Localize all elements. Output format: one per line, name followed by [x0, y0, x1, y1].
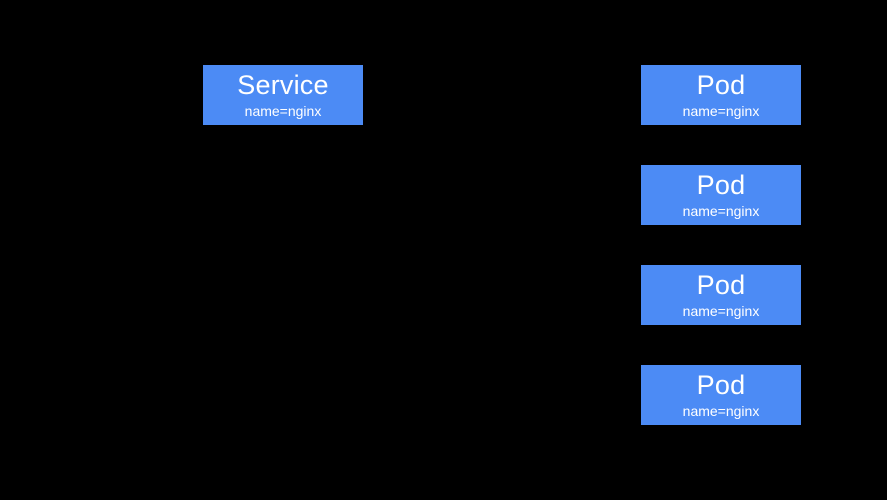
pod-node-subtitle: name=nginx — [682, 402, 760, 419]
pod-node-title: Pod — [696, 169, 746, 200]
pod-node-subtitle: name=nginx — [682, 102, 760, 119]
pod-node-subtitle: name=nginx — [682, 302, 760, 319]
service-node-subtitle: name=nginx — [244, 102, 322, 119]
pod-node-3[interactable]: Pod name=nginx — [641, 265, 801, 325]
pod-node-title: Pod — [696, 69, 746, 100]
service-node-title: Service — [237, 69, 329, 100]
pod-node-4[interactable]: Pod name=nginx — [641, 365, 801, 425]
pod-node-title: Pod — [696, 269, 746, 300]
pod-node-title: Pod — [696, 369, 746, 400]
service-node[interactable]: Service name=nginx — [203, 65, 363, 125]
pod-node-subtitle: name=nginx — [682, 202, 760, 219]
pod-node-1[interactable]: Pod name=nginx — [641, 65, 801, 125]
pod-node-2[interactable]: Pod name=nginx — [641, 165, 801, 225]
